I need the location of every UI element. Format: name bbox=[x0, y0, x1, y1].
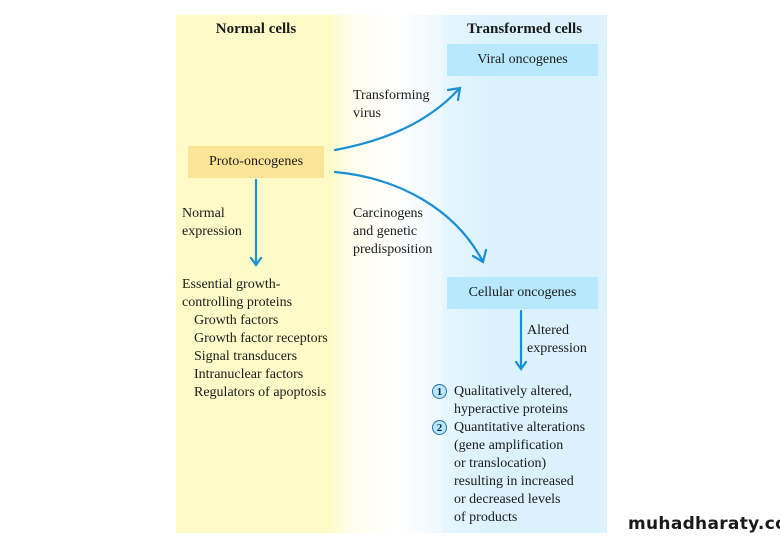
viral-oncogenes-label: Viral oncogenes bbox=[477, 52, 568, 67]
altered-expression-label: Altered expression bbox=[527, 323, 587, 356]
list-item: Intranuclear factors bbox=[194, 367, 304, 382]
outcome-2-line: of products bbox=[454, 510, 518, 525]
carcinogens-label: Carcinogens and genetic predisposition bbox=[353, 206, 433, 257]
list-item: Regulators of apoptosis bbox=[194, 385, 327, 400]
watermark: muhadharaty.com bbox=[628, 514, 780, 534]
proto-oncogenes-box: Proto-oncogenes bbox=[188, 146, 324, 178]
transition-zone bbox=[348, 15, 458, 533]
outcome-2-line: or decreased levels bbox=[454, 492, 561, 507]
transforming-virus-arrow bbox=[333, 88, 460, 152]
outcome-1-line: Qualitatively altered, bbox=[454, 384, 573, 399]
outcome-2: 2 Quantitative alterations (gene amplifi… bbox=[432, 419, 585, 527]
list-item: Growth factors bbox=[194, 313, 279, 328]
viral-oncogenes-box: Viral oncogenes bbox=[447, 44, 598, 76]
altered-expression-arrowhead bbox=[514, 360, 528, 371]
transformed-cells-heading: Transformed cells bbox=[466, 21, 583, 37]
outcome-1: 1 Qualitatively altered, hyperactive pro… bbox=[432, 383, 572, 419]
outcome-2-line: resulting in increased bbox=[454, 474, 574, 489]
cellular-oncogenes-label: Cellular oncogenes bbox=[468, 285, 577, 300]
normal-cells-column bbox=[176, 15, 348, 533]
number-1-badge: 1 bbox=[432, 384, 447, 399]
transformed-cells-column bbox=[442, 15, 607, 533]
normal-expression-label: Normal expression bbox=[182, 206, 242, 239]
essential-proteins-heading-2: controlling proteins bbox=[182, 295, 293, 310]
normal-expression-arrowhead bbox=[249, 256, 263, 267]
outcome-2-line: Quantitative alterations bbox=[454, 420, 586, 435]
essential-proteins-heading-1: Essential growth- bbox=[182, 277, 281, 292]
transforming-virus-arrowhead bbox=[446, 86, 462, 102]
carcinogens-arrow bbox=[333, 170, 484, 262]
list-item: Signal transducers bbox=[194, 349, 298, 364]
outcome-2-line: or translocation) bbox=[454, 456, 547, 471]
outcome-1-line: hyperactive proteins bbox=[454, 402, 568, 417]
normal-cells-heading: Normal cells bbox=[215, 21, 297, 37]
list-item: Growth factor receptors bbox=[194, 331, 328, 346]
cellular-oncogenes-box: Cellular oncogenes bbox=[447, 277, 598, 309]
transforming-virus-label: Transforming virus bbox=[353, 88, 430, 121]
carcinogens-arrowhead bbox=[471, 248, 488, 264]
essential-proteins-list: Essential growth- controlling proteins G… bbox=[182, 276, 328, 402]
proto-oncogenes-label: Proto-oncogenes bbox=[208, 154, 304, 169]
number-2-badge: 2 bbox=[432, 420, 447, 435]
outcome-2-line: (gene amplification bbox=[454, 438, 564, 453]
